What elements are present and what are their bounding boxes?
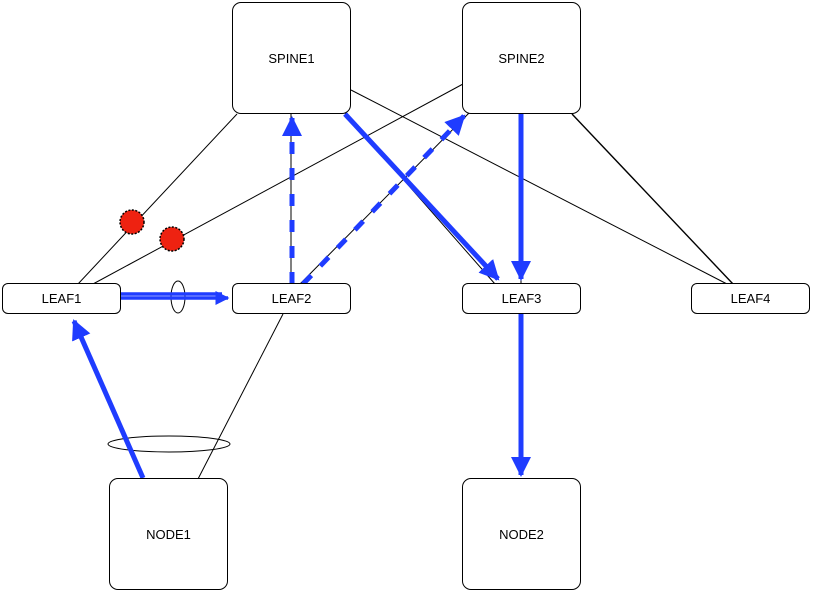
- spine2-label: SPINE2: [498, 50, 545, 66]
- node1-node: NODE1: [109, 478, 228, 590]
- node1-label: NODE1: [146, 526, 191, 542]
- leaf2-node: LEAF2: [232, 283, 351, 314]
- link-spine2-leaf2: [299, 111, 471, 285]
- link-spine1-leaf4: [350, 89, 728, 285]
- spine1-node: SPINE1: [232, 2, 351, 114]
- link-spine2-leaf4: [571, 113, 734, 285]
- leaf2-label: LEAF2: [271, 291, 312, 306]
- leaf1-node: LEAF1: [2, 283, 121, 314]
- spine1-label: SPINE1: [268, 50, 315, 66]
- traffic-arrow-spine1-to-leaf3: [343, 112, 500, 281]
- failure-marker-spine2-leaf1: [159, 226, 185, 252]
- link-spine2-leaf1: [92, 83, 464, 285]
- failure-marker-spine1-leaf1: [119, 209, 145, 235]
- link-spine1-leaf1: [77, 113, 238, 285]
- leaf3-node: LEAF3: [462, 283, 581, 314]
- leaf4-node: LEAF4: [691, 283, 810, 314]
- leaf1-label: LEAF1: [41, 291, 82, 306]
- leaf3-label: LEAF3: [501, 291, 542, 306]
- node2-node: NODE2: [462, 478, 581, 590]
- link-node1-leaf2: [197, 313, 284, 480]
- traffic-arrow-node1-to-leaf1: [71, 319, 146, 480]
- node2-label: NODE2: [499, 526, 544, 542]
- spine2-node: SPINE2: [462, 2, 581, 114]
- port-channel-ellipse-node1: [107, 435, 231, 453]
- leaf4-label: LEAF4: [730, 291, 771, 306]
